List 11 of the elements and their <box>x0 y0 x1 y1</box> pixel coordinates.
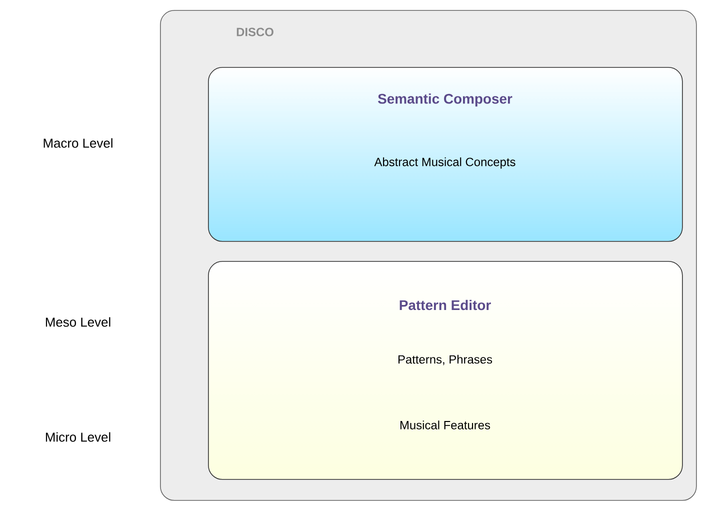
box-text: Musical Features <box>400 420 490 430</box>
box-text: Patterns, Phrases <box>398 354 492 366</box>
box-text: Abstract Musical Concepts <box>374 157 516 169</box>
container-title: DISCO <box>236 28 274 36</box>
box-title: Pattern Editor <box>400 300 491 310</box>
level-label: Meso Level <box>46 317 110 327</box>
level-label: Macro Level <box>44 138 112 148</box>
module-box <box>208 66 683 242</box>
box-title: Semantic Composer <box>378 93 512 106</box>
level-label: Micro Level <box>46 432 110 442</box>
module-box <box>208 260 683 480</box>
